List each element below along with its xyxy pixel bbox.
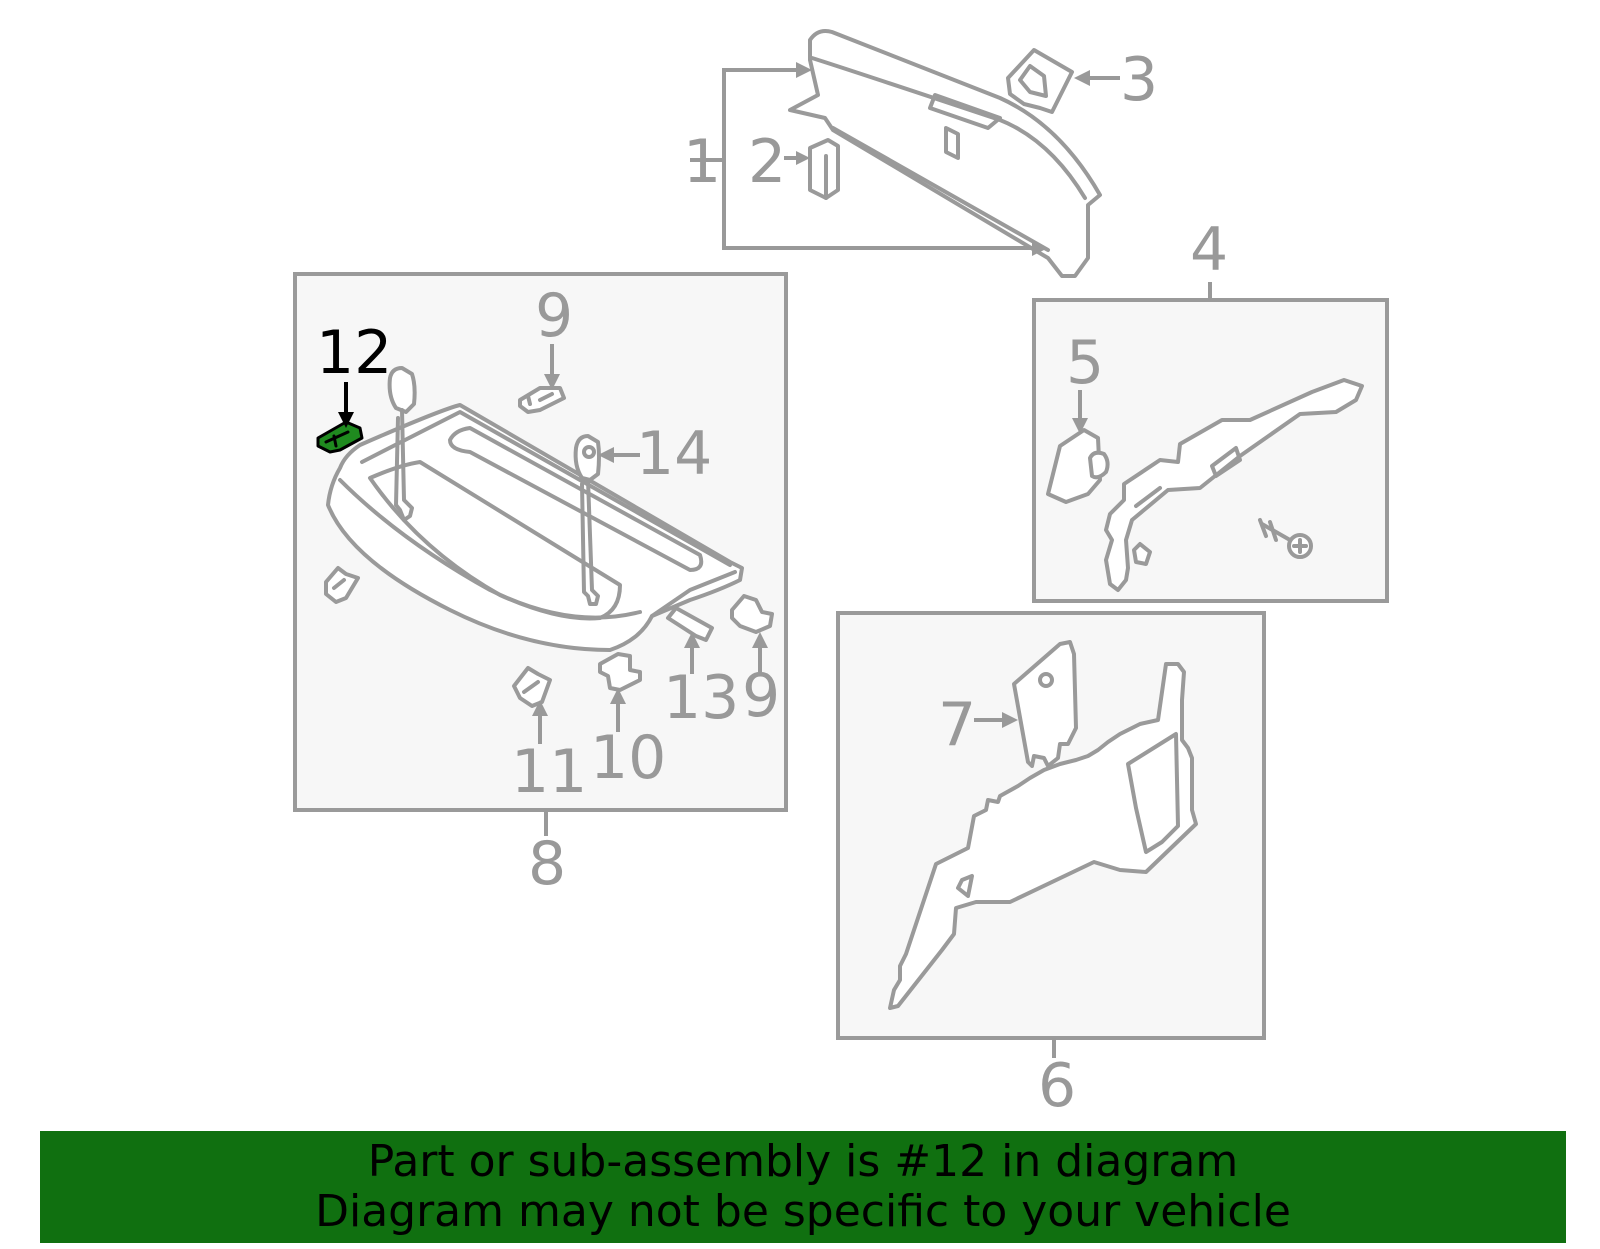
part-13-clip [666,606,714,642]
label-8: 8 [528,829,566,899]
label-1: 1 [683,127,721,197]
label-3: 3 [1120,45,1158,115]
part-14-strap [573,434,601,606]
part-4-screw [1258,518,1313,559]
label-13: 13 [663,663,739,733]
label-9-lower: 9 [742,661,780,731]
banner-line-1: Part or sub-assembly is #12 in diagram [367,1136,1239,1187]
label-12: 12 [316,318,392,388]
leader-2 [690,151,810,165]
part-6-trim [888,662,1198,1010]
label-6: 6 [1038,1051,1076,1121]
label-2: 2 [748,127,786,197]
part-4-trim [1104,378,1364,592]
label-5: 5 [1066,328,1104,398]
part-clip-left [324,566,360,604]
part-5-grommet [1046,390,1110,504]
part-8-strap-left [387,366,417,522]
part-11-clip [512,666,552,708]
part-1-trim-panel [788,29,1102,278]
part-2-clip [808,138,840,200]
part-7-cover [974,640,1078,768]
label-7: 7 [938,690,976,760]
label-10: 10 [590,723,666,793]
label-11: 11 [511,737,587,807]
callout-labels: 1 2 3 4 5 6 7 8 9 9 10 11 12 13 14 [316,45,1228,1121]
label-14: 14 [636,419,712,489]
label-4: 4 [1190,215,1228,285]
part-9-clip-lower [730,594,774,634]
label-9-upper: 9 [535,281,573,351]
part-8-parcel-shelf [326,403,744,652]
info-banner: Part or sub-assembly is #12 in diagram D… [40,1131,1566,1243]
leader-3 [1074,70,1120,86]
part-10-clip [598,652,642,692]
part-9-clip-upper [518,386,566,414]
box-8-leaders [338,344,768,836]
part-3-clip [1006,48,1074,114]
banner-line-2: Diagram may not be specific to your vehi… [315,1186,1291,1237]
